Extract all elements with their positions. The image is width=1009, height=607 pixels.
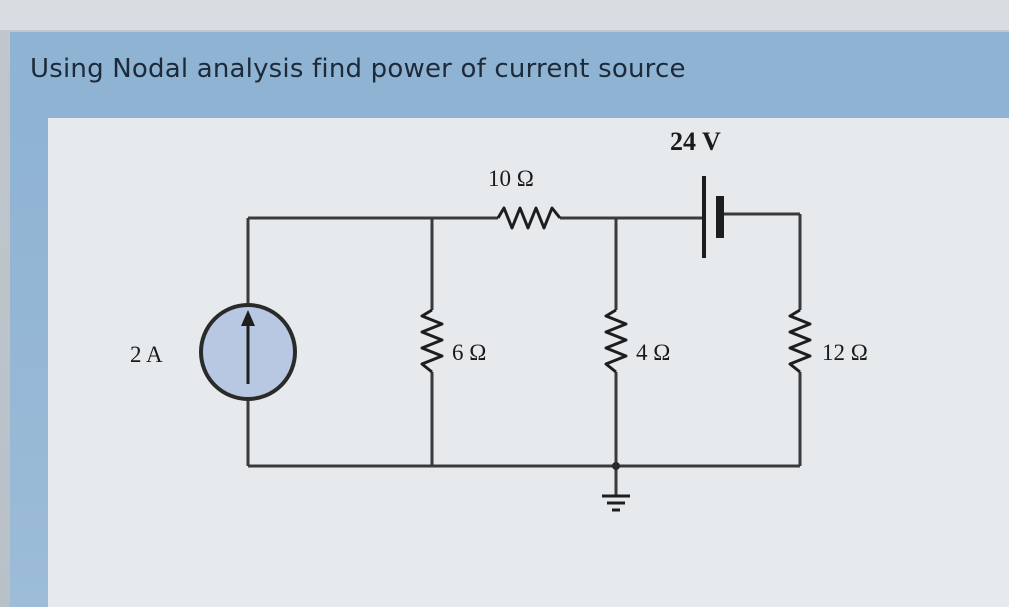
circuit-diagram: 2 A 10 Ω 24 V 6 Ω 4 Ω 12 Ω: [130, 127, 868, 512]
question-text: Using Nodal analysis find power of curre…: [30, 54, 686, 84]
resistor-6-ohm: [420, 308, 444, 374]
circuit-figure: 2 A 10 Ω 24 V 6 Ω 4 Ω 12 Ω: [48, 118, 1009, 607]
junction-dot: [612, 462, 620, 470]
current-source-2a: [199, 303, 297, 401]
label-resistor-4: 4 Ω: [636, 340, 670, 365]
resistor-12-ohm: [788, 308, 812, 374]
up-arrow-icon: [241, 310, 255, 384]
ground-icon: [602, 494, 630, 512]
circuit-wires: [246, 212, 802, 496]
label-resistor-6: 6 Ω: [452, 340, 486, 365]
voltage-source-24v: [702, 176, 724, 258]
label-resistor-12: 12 Ω: [822, 340, 868, 365]
resistor-4-ohm: [604, 308, 628, 374]
label-voltage-source: 24 V: [670, 127, 721, 156]
label-resistor-10: 10 Ω: [488, 166, 534, 191]
label-current-source: 2 A: [130, 342, 163, 367]
resistor-10-ohm: [496, 206, 562, 230]
